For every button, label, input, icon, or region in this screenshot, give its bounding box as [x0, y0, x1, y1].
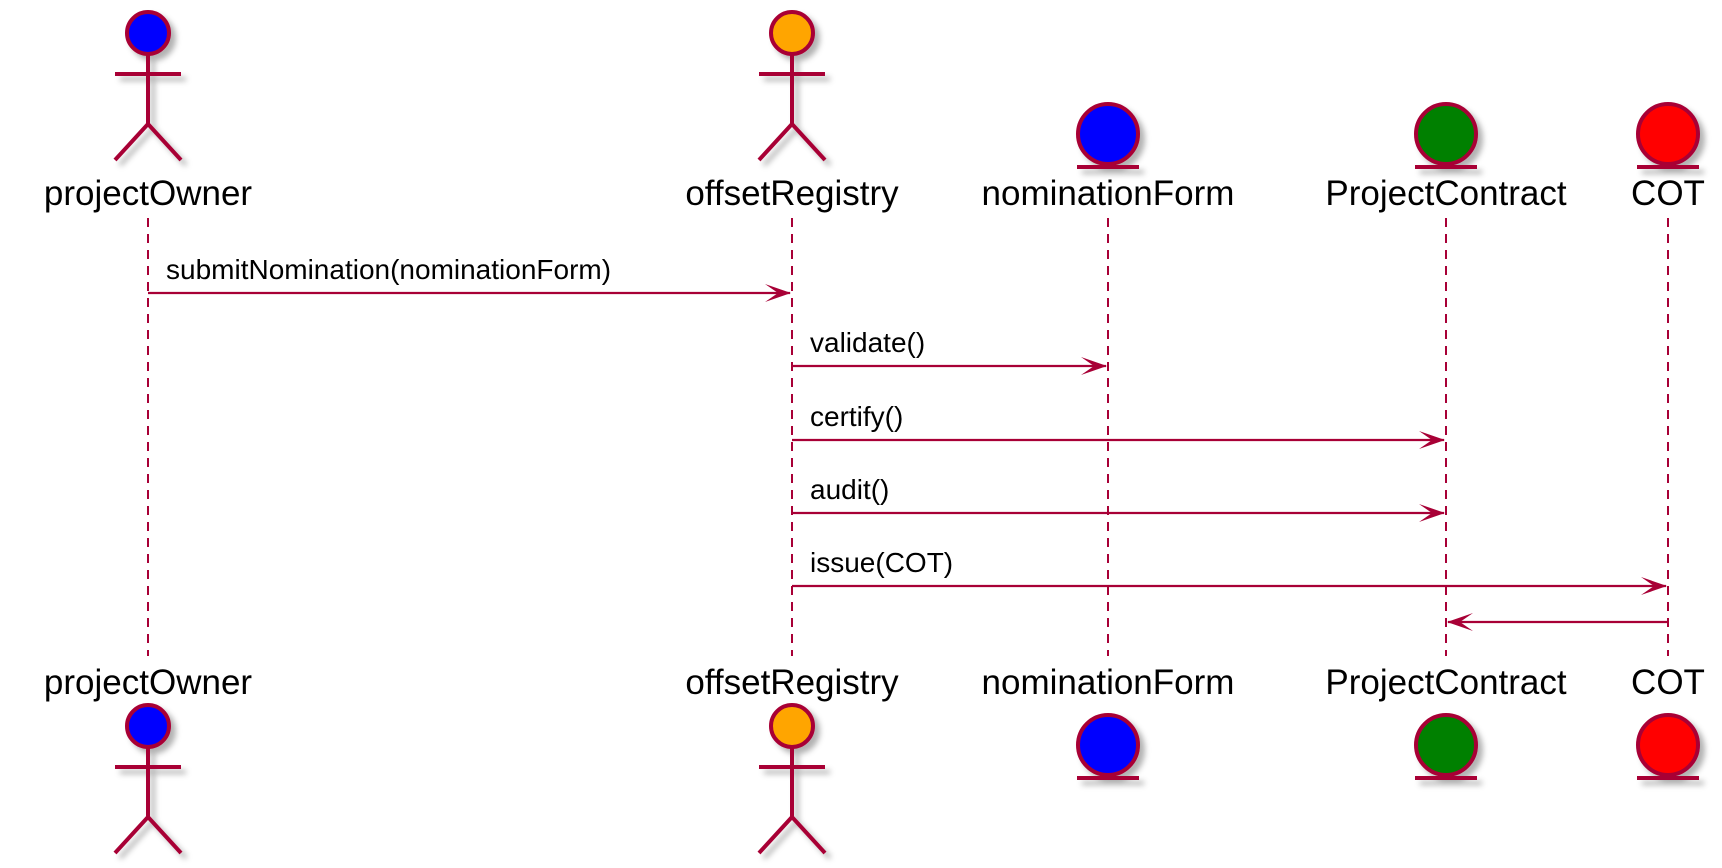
message-2: certify()	[792, 401, 1445, 449]
message-3: audit()	[792, 474, 1445, 522]
participant-name-bottom: ProjectContract	[1325, 663, 1566, 702]
message-label: validate()	[810, 327, 925, 358]
participant-name-bottom: projectOwner	[44, 663, 252, 702]
COT-top-entity-icon	[1636, 102, 1700, 169]
arrowhead-icon	[1419, 431, 1445, 449]
arrowhead-icon	[1447, 613, 1473, 631]
message-label: submitNomination(nominationForm)	[166, 254, 611, 285]
participant-name-top: nominationForm	[982, 174, 1235, 213]
ProjectContract-bottom-entity-icon	[1414, 713, 1478, 780]
participant-name-top: projectOwner	[44, 174, 252, 213]
arrowhead-icon	[1641, 577, 1667, 595]
participant-name-bottom: nominationForm	[982, 663, 1235, 702]
nominationForm-bottom-entity-icon	[1076, 713, 1140, 780]
participant-name-top: ProjectContract	[1325, 174, 1566, 213]
arrowhead-icon	[1419, 504, 1445, 522]
arrowhead-icon	[1081, 357, 1107, 375]
message-5	[1447, 613, 1668, 631]
offsetRegistry-bottom-actor-icon	[757, 703, 827, 855]
message-label: certify()	[810, 401, 903, 432]
message-1: validate()	[792, 327, 1107, 375]
participant-name-top: COT	[1631, 174, 1705, 213]
message-label: issue(COT)	[810, 547, 953, 578]
projectOwner-top-actor-icon	[113, 10, 183, 162]
participant-name-bottom: COT	[1631, 663, 1705, 702]
message-0: submitNomination(nominationForm)	[148, 254, 791, 302]
arrowhead-icon	[765, 284, 791, 302]
projectOwner-bottom-actor-icon	[113, 703, 183, 855]
participant-name-top: offsetRegistry	[685, 174, 899, 213]
nominationForm-top-entity-icon	[1076, 102, 1140, 169]
COT-bottom-entity-icon	[1636, 713, 1700, 780]
ProjectContract-top-entity-icon	[1414, 102, 1478, 169]
message-4: issue(COT)	[792, 547, 1667, 595]
offsetRegistry-top-actor-icon	[757, 10, 827, 162]
message-label: audit()	[810, 474, 889, 505]
participant-name-bottom: offsetRegistry	[685, 663, 899, 702]
